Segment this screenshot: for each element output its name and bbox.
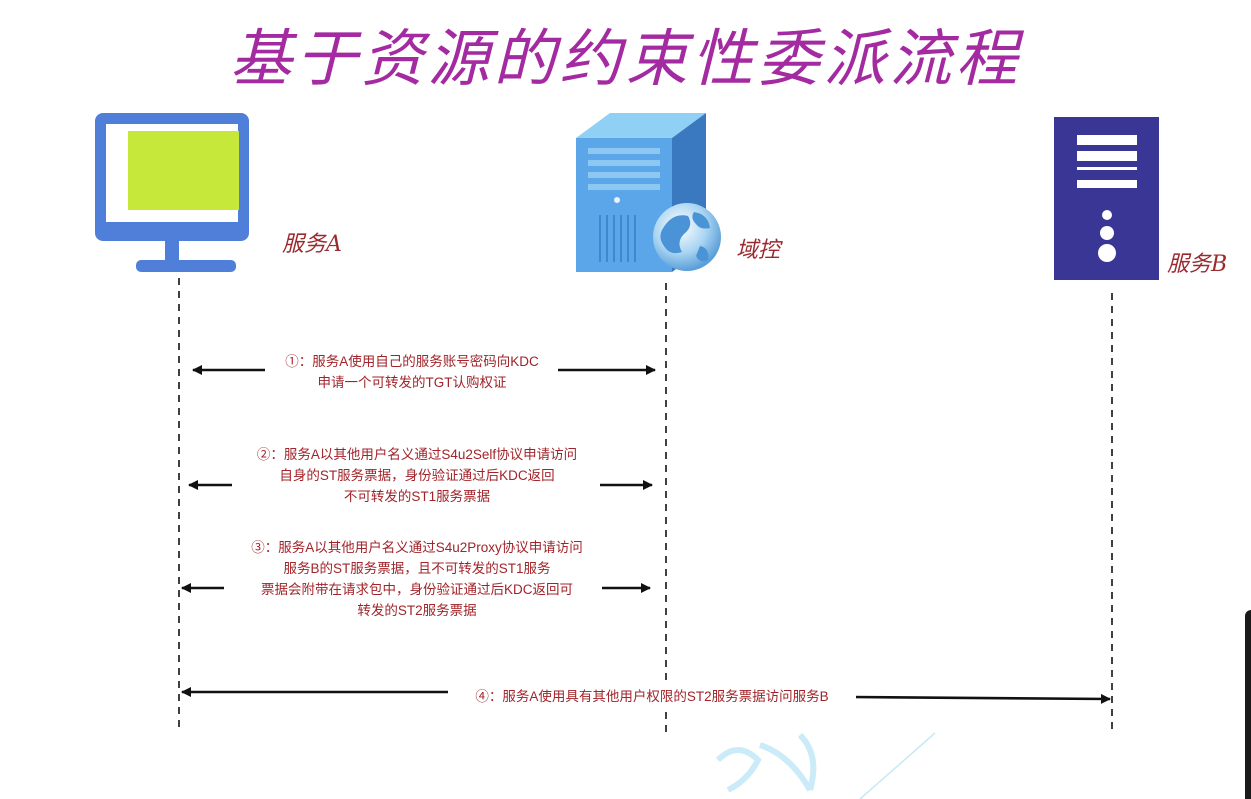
watermark-line	[859, 732, 936, 799]
service-a-label: 服务A	[282, 232, 342, 257]
message-1-line-1: ①：服务A使用自己的服务账号密码向KDC	[285, 354, 539, 369]
message-3: ③：服务A以其他用户名义通过S4u2Proxy协议申请访问 服务B的ST服务票据…	[222, 537, 612, 621]
message-3-line-3: 票据会附带在请求包中，身份验证通过后KDC返回可	[260, 582, 573, 597]
message-2-line-1: ②：服务A以其他用户名义通过S4u2Self协议申请访问	[256, 447, 578, 462]
message-4: ④：服务A使用具有其他用户权限的ST2服务票据访问服务B	[448, 686, 856, 707]
message-2-line-3: 不可转发的ST1服务票据	[343, 489, 491, 504]
message-2: ②：服务A以其他用户名义通过S4u2Self协议申请访问 自身的ST服务票据，身…	[225, 444, 609, 507]
message-3-line-2: 服务B的ST服务票据，且不可转发的ST1服务	[283, 561, 551, 576]
message-1: ①：服务A使用自己的服务账号密码向KDC 申请一个可转发的TGT认购权证	[268, 351, 556, 393]
message-4-line-1: ④：服务A使用具有其他用户权限的ST2服务票据访问服务B	[475, 689, 829, 704]
arrow-message-4	[181, 687, 1111, 704]
message-2-line-2: 自身的ST服务票据，身份验证通过后KDC返回	[279, 468, 555, 483]
window-edge	[1245, 610, 1251, 799]
message-3-line-4: 转发的ST2服务票据	[357, 603, 477, 618]
message-3-line-1: ③：服务A以其他用户名义通过S4u2Proxy协议申请访问	[251, 540, 583, 555]
dc-label: 域控	[736, 238, 781, 263]
watermark-stroke	[715, 732, 817, 793]
server-tower-icon	[1054, 117, 1159, 280]
monitor-icon	[95, 113, 249, 272]
service-b-label: 服务B	[1167, 252, 1228, 277]
server-with-globe-icon	[576, 113, 721, 272]
message-1-line-2: 申请一个可转发的TGT认购权证	[317, 375, 507, 390]
diagram-title: 基于资源的约束性委派流程	[229, 22, 1022, 95]
